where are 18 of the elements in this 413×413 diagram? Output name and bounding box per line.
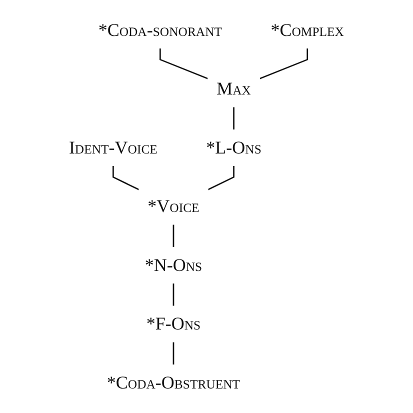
node-text: *Complex	[270, 20, 344, 40]
node-text: *Coda-Obstruent	[106, 372, 240, 393]
connector	[172, 283, 174, 306]
connector	[259, 48, 308, 80]
node-text: *F-Ons	[146, 314, 201, 334]
node-text: *Voice	[148, 196, 200, 216]
node-text: *L-Ons	[206, 137, 262, 158]
connector	[112, 165, 140, 190]
connector	[208, 165, 234, 190]
node-text: Max	[216, 78, 251, 99]
node-text: *Coda-sonorant	[98, 20, 222, 40]
node-text: *N-Ons	[144, 254, 202, 276]
node-text: Ident-Voice	[68, 137, 158, 158]
connector	[172, 342, 174, 366]
connector	[160, 48, 208, 80]
ranking-diagram: *Coda-sonorant *Complex Max Ident-Voice *L-Ons *Voice *N-Ons *F-Ons *Coda-Obstruent	[52, 4, 361, 409]
connector	[172, 224, 174, 248]
connector	[233, 106, 234, 130]
